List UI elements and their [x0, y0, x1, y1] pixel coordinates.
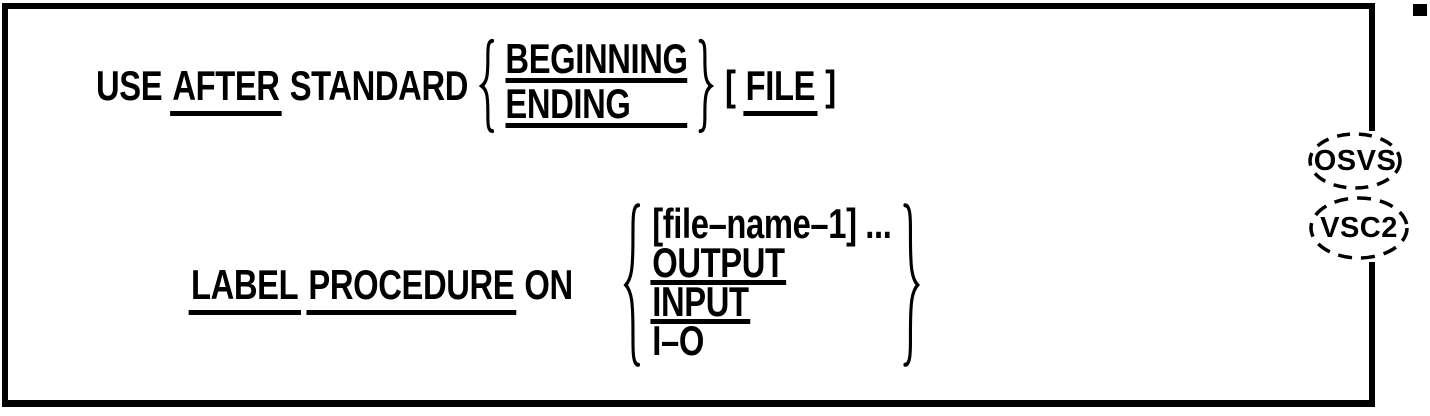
- corner-mark: [1413, 4, 1427, 16]
- standard-choice-stack: BEGINNING ENDING: [505, 35, 688, 131]
- dialect-badge-vsc2: VSC2: [1307, 194, 1411, 262]
- on-choice-stack: [file–name–1] ... OUTPUT INPUT I–O: [650, 200, 892, 364]
- dialect-badge-osvs: OSVS: [1306, 130, 1404, 192]
- left-brace-icon: [622, 201, 642, 369]
- standard-keyword: STANDARD: [289, 62, 469, 109]
- optional-open-bracket: [: [725, 62, 736, 109]
- choice-ending: ENDING: [505, 83, 688, 128]
- on-keyword: ON: [524, 261, 573, 308]
- label-keyword: LABEL: [188, 263, 301, 315]
- right-brace-icon: [902, 201, 922, 369]
- file-keyword: FILE: [743, 64, 818, 116]
- diagram-border: [2, 3, 1375, 407]
- choice-row: I–O: [652, 317, 891, 364]
- left-brace-icon: [478, 38, 495, 134]
- dashed-oval-icon: [1308, 132, 1402, 190]
- after-keyword: AFTER: [169, 64, 282, 116]
- choice-row: OUTPUT: [650, 239, 891, 286]
- right-border-upper: [1369, 3, 1375, 131]
- choice-row: [file–name–1] ...: [652, 200, 892, 247]
- choice-beginning: BEGINNING: [505, 35, 688, 83]
- choice-input: INPUT: [650, 278, 751, 325]
- choice-file-name: [file–name–1] ...: [652, 200, 892, 247]
- right-brace-icon: [698, 38, 715, 134]
- right-border-lower: [1369, 262, 1375, 407]
- choice-io: I–O: [652, 317, 704, 364]
- badge-label: OSVS: [1313, 144, 1397, 177]
- choice-row: INPUT: [650, 278, 891, 325]
- badge-label: VSC2: [1320, 211, 1398, 244]
- dashed-oval-icon: [1309, 196, 1409, 260]
- procedure-keyword: PROCEDURE: [306, 263, 517, 315]
- label-procedure-line: LABEL PROCEDURE ON [file–name–1] ... OUT…: [188, 200, 922, 370]
- optional-close-bracket: ]: [825, 62, 836, 109]
- use-keyword: USE: [96, 62, 163, 109]
- use-statement-line: USE AFTER STANDARD BEGINNING ENDING [ FI…: [96, 36, 836, 136]
- choice-output: OUTPUT: [650, 239, 787, 286]
